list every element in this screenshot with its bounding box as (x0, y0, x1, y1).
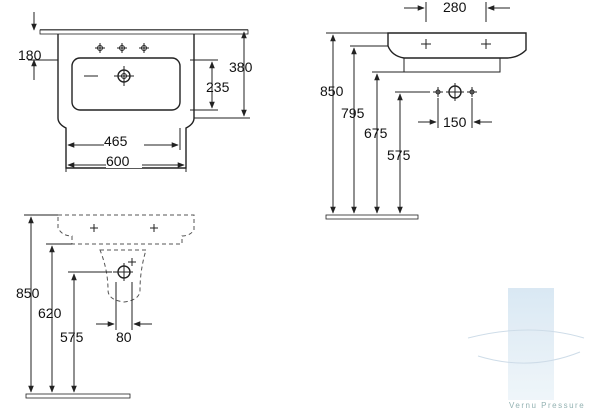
pedestal-outline (99, 249, 147, 303)
tap-hole-icons-side (421, 39, 491, 49)
dim-fixing: 150 (443, 114, 467, 130)
trap-hole-icons (113, 258, 136, 281)
dim-trap-front: 575 (60, 329, 84, 345)
dim-waste-side: 675 (364, 125, 388, 141)
fixing-hole-icons (433, 83, 477, 101)
dim-rim-height-side: 850 (320, 83, 344, 99)
floor-line-side (325, 214, 419, 220)
basin-outline-front (57, 214, 195, 245)
bowl-outline (71, 57, 181, 111)
floor-line-front (25, 393, 131, 399)
tap-hole-icons (95, 43, 149, 53)
dim-inner-width: 465 (104, 133, 128, 149)
side-view: 280 850 795 675 575 150 (320, 0, 527, 220)
watermark-text: Vernu Pressure (509, 401, 585, 410)
dim-outlet: 80 (116, 329, 132, 345)
drain-icon (114, 66, 134, 86)
dim-rim-height-front: 850 (16, 285, 40, 301)
dim-depth: 180 (18, 47, 42, 63)
watermark-bar (508, 288, 554, 400)
dim-bowl-bottom-side: 795 (341, 105, 365, 121)
front-view: 850 620 575 80 (16, 214, 195, 399)
dim-trap-side: 575 (387, 147, 411, 163)
dim-bowl: 235 (206, 79, 230, 95)
dim-pedestal-front: 620 (38, 305, 62, 321)
dim-width: 600 (106, 153, 130, 169)
watermark: Vernu Pressure (467, 288, 585, 410)
dim-tap-spacing: 280 (443, 0, 467, 15)
dim-height: 380 (229, 59, 253, 75)
basin-outline-side (387, 32, 527, 59)
top-view: 180 380 235 465 600 (18, 12, 253, 172)
